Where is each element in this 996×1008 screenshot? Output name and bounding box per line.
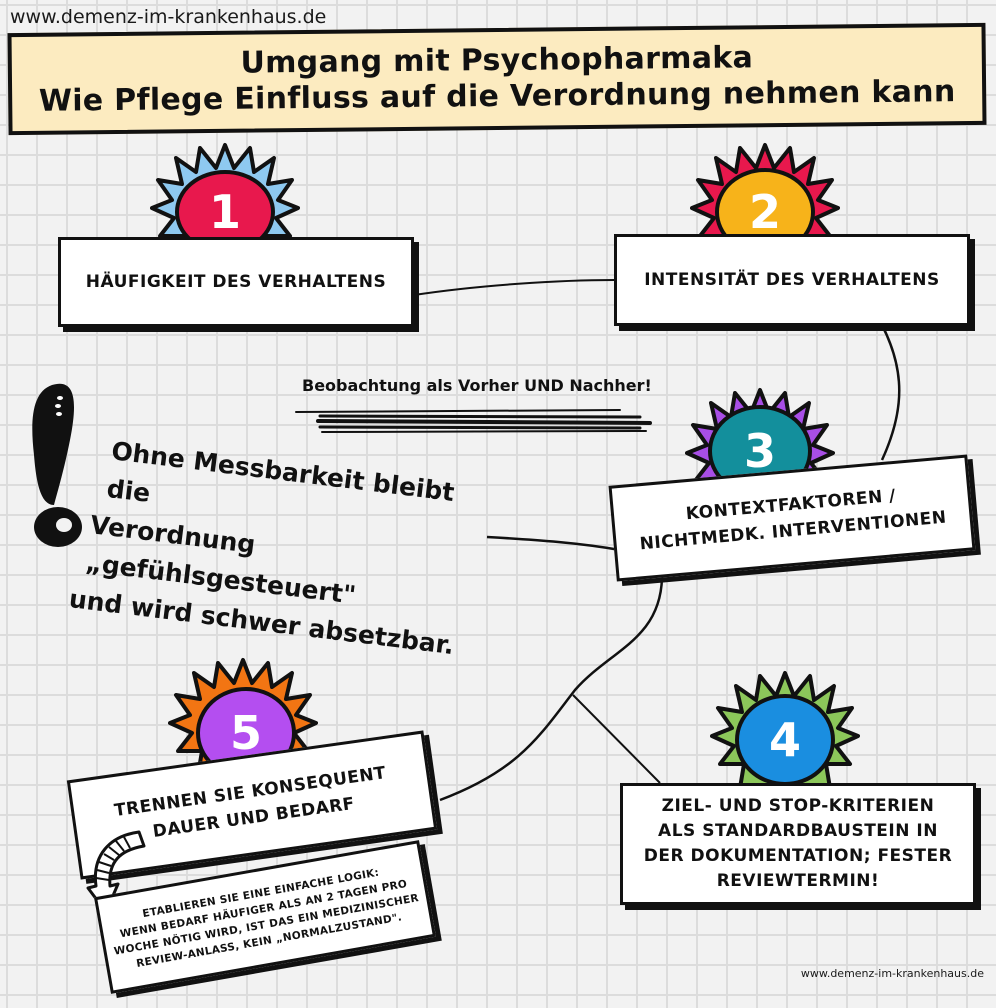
step-4-label-line3: der Dokumentation; fester: [643, 846, 953, 866]
connector-note-3: [486, 535, 621, 552]
connector-1-2: [413, 279, 615, 296]
exclamation-icon: [32, 383, 82, 547]
step-4-badge: 4: [710, 671, 860, 790]
step-number: 5: [230, 706, 262, 760]
step-4-label-line4: Reviewtermin!: [716, 871, 880, 891]
warning-note: Ohne Messbarkeit bleibt die Verordnung „…: [67, 430, 493, 667]
site-url-bottom: www.demenz-im-krankenhaus.de: [800, 967, 984, 980]
step-2-card: Intensität des Verhaltens: [614, 234, 970, 326]
connector-2-3: [880, 324, 901, 461]
step-1-label: Häufigkeit des Verhaltens: [85, 272, 387, 292]
step-3-card: Kontextfaktoren / Nichtmedk. Interventio…: [608, 454, 976, 582]
observation-note: Beobachtung als Vorher UND Nachher!: [302, 376, 652, 395]
connector-junction-4: [572, 694, 661, 784]
step-number: 3: [744, 424, 776, 478]
step-1-card: Häufigkeit des Verhaltens: [58, 237, 414, 327]
scribble-underline: [295, 409, 652, 433]
step-number: 2: [749, 185, 781, 239]
step-4-card: Ziel- und Stop-Kriterien als Standardbau…: [620, 783, 976, 905]
step-2-label: Intensität des Verhaltens: [644, 270, 940, 290]
step-4-label-line2: als Standardbaustein in: [658, 821, 938, 841]
site-url-top: www.demenz-im-krankenhaus.de: [10, 6, 327, 28]
step-number: 4: [769, 713, 801, 767]
step-number: 1: [209, 185, 241, 239]
title-banner: Umgang mit Psychopharmaka Wie Pflege Ein…: [7, 22, 987, 136]
page-title: Umgang mit Psychopharmaka: [240, 40, 754, 81]
page-subtitle: Wie Pflege Einfluss auf die Verordnung n…: [38, 74, 956, 119]
step-4-label-line1: Ziel- und Stop-Kriterien: [661, 796, 935, 816]
